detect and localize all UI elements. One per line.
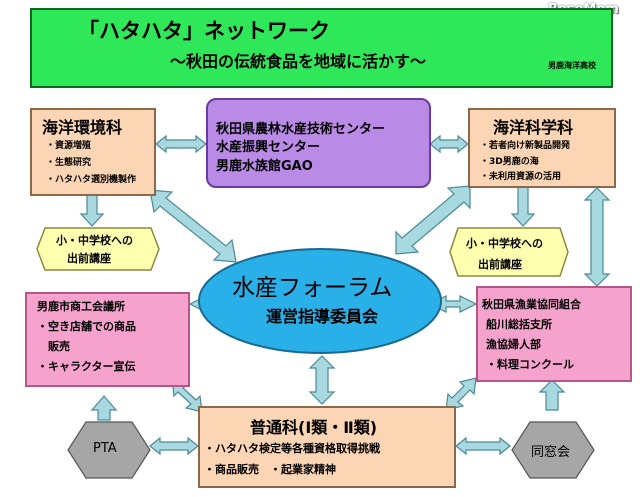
title-banner	[30, 8, 613, 88]
shokokai-box	[25, 292, 190, 387]
forum-subtitle: 運営指導委員会	[266, 307, 379, 326]
futsuka-title: 普通科(Ⅰ類・Ⅱ類)	[250, 418, 378, 437]
school-right-line: 小・中学校への	[466, 237, 543, 250]
arrow-kagaku-gyokyo	[583, 187, 611, 287]
arrow-forum-futsuka	[308, 355, 336, 405]
research-center-line: 水産振興センター	[216, 140, 321, 155]
shokokai-line: ・キャラクター宣伝	[37, 360, 136, 373]
research-center-line: 秋田県農林水産技術センター	[216, 122, 386, 137]
shokokai-line: 男鹿市商工会議所	[37, 300, 125, 313]
research-center-line: 男鹿水族館GAO	[216, 159, 313, 174]
arrow-pta-futsuka	[149, 436, 199, 456]
arrow-center-kagaku	[429, 134, 469, 154]
pta-hexagon	[67, 421, 151, 479]
arrow-futsuka-dosokai	[455, 436, 511, 456]
arrow-kagaku-forum	[395, 185, 471, 255]
kaiyo-kagaku-title: 海洋科学科	[493, 118, 574, 137]
gyokyo-line: 船川総括支所	[486, 318, 552, 331]
arrow-kankyo-school	[79, 194, 105, 227]
arrow-kagaku-school	[510, 186, 536, 227]
pta-label: PTA	[93, 441, 117, 456]
kaiyo-kagaku-item: ・未利用資源の活用	[480, 172, 562, 182]
futsuka-item: ・ハタハタ検定等各種資格取得挑戦	[204, 442, 380, 455]
kaiyo-kankyo-item: ・資源増殖	[46, 141, 92, 151]
gyokyo-line: 漁協婦人部	[486, 338, 541, 351]
forum-title: 水産フォーラム	[232, 275, 393, 301]
diagram-title: 「ハタハタ」ネットワーク	[78, 19, 330, 43]
arrow-pta-shokokai	[90, 395, 118, 421]
dosokai-label: 同窓会	[531, 445, 571, 460]
dosokai-hexagon	[511, 421, 595, 479]
school-left-line: 出前講座	[67, 252, 111, 265]
kaiyo-kankyo-box	[30, 108, 156, 196]
forum-ellipse	[198, 248, 442, 354]
arrow-kankyo-center	[155, 134, 207, 154]
arrow-dosokai-gyokyo	[538, 379, 566, 411]
school-right-line: 出前講座	[478, 258, 522, 271]
kaiyo-kankyo-item: ・生態研究	[46, 158, 92, 168]
gyokyo-line: ・料理コンクール	[486, 358, 574, 371]
kaiyo-kankyo-title: 海洋環境科	[42, 118, 123, 137]
shokokai-line: 販売	[48, 340, 70, 353]
school-left-line: 小・中学校への	[56, 234, 133, 247]
school-name: 男鹿海洋高校	[548, 61, 596, 70]
gyokyo-line: 秋田県漁業協同組合	[482, 298, 581, 311]
shokokai-line: ・空き店舗での商品	[37, 320, 136, 333]
futsuka-box	[198, 406, 456, 488]
gyokyo-box	[476, 286, 632, 382]
school-left-box	[36, 227, 160, 271]
arrow-kankyo-forum	[149, 189, 237, 263]
kaiyo-kagaku-item: ・3D男鹿の海	[480, 157, 539, 167]
diagram-subtitle: ～秋田の伝統食品を地域に活かす～	[170, 52, 427, 71]
kaiyo-kankyo-item: ・ハタハタ選別機製作	[46, 175, 137, 185]
research-center-box	[206, 98, 431, 188]
kaiyo-kagaku-box	[468, 108, 616, 188]
kaiyo-kagaku-item: ・若者向け新製品開発	[480, 141, 571, 151]
futsuka-item: ・商品販売 ・起業家精神	[204, 463, 336, 476]
school-right-box	[449, 227, 569, 277]
